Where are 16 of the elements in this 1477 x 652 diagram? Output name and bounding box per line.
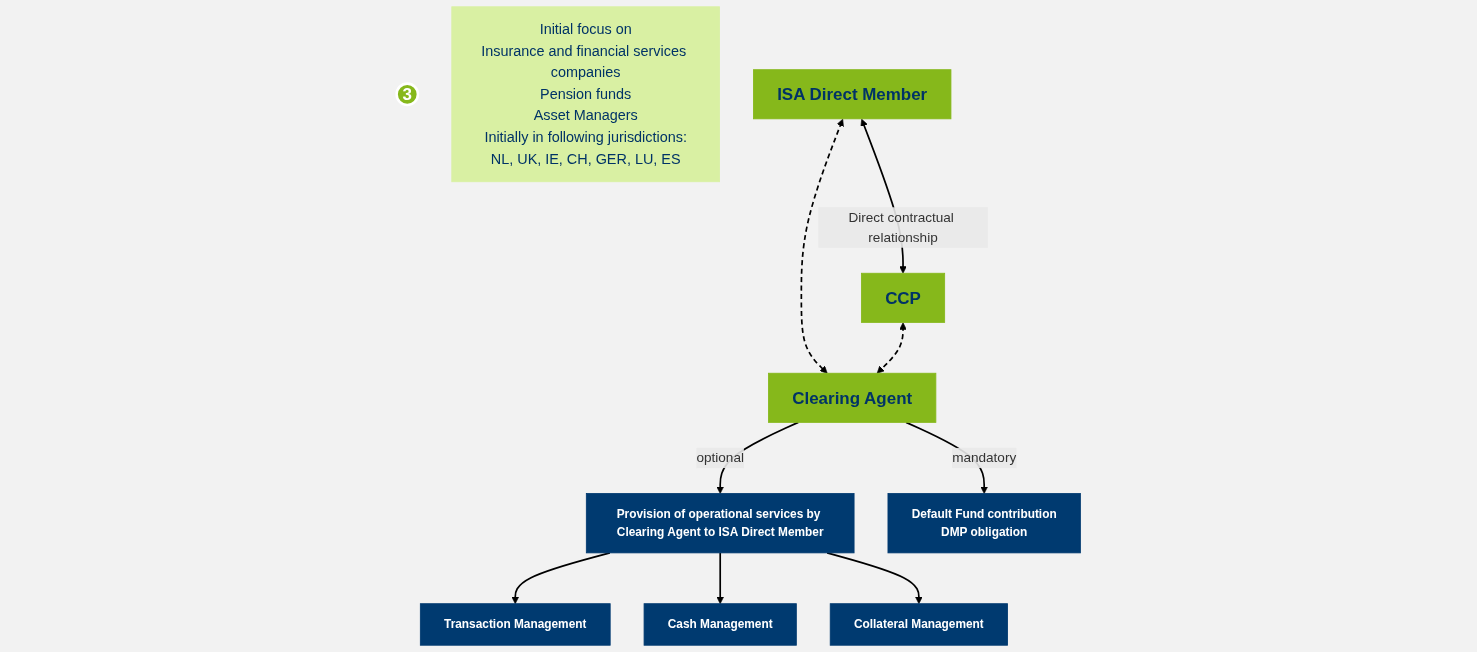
node-box: Collateral Management <box>829 603 1008 646</box>
node-box: Clearing Agent <box>768 372 937 423</box>
edge-label: optional <box>696 450 744 465</box>
arrow <box>800 118 844 374</box>
edge-label: Direct contractual relationship <box>848 209 954 245</box>
node-box: ISA Direct Member <box>753 69 952 120</box>
node-box: Cash Management <box>643 603 797 646</box>
node-circle: 3 <box>395 82 420 107</box>
node-box: Initial focus on Insurance and financial services companies Pension funds Asset Managers Initially in following jurisdictions: NL, UK, IE, CH, GER, LU, ES <box>451 6 720 183</box>
arrow <box>876 322 907 374</box>
node-box: Provision of operational services by Clearing Agent to ISA Direct Member <box>585 493 855 554</box>
node-box: CCP <box>861 272 946 323</box>
edge-label: mandatory <box>952 450 1017 465</box>
arrow <box>716 552 724 605</box>
node-box: Transaction Management <box>419 603 611 646</box>
node-box: Default Fund contribution DMP obligation <box>887 493 1081 554</box>
